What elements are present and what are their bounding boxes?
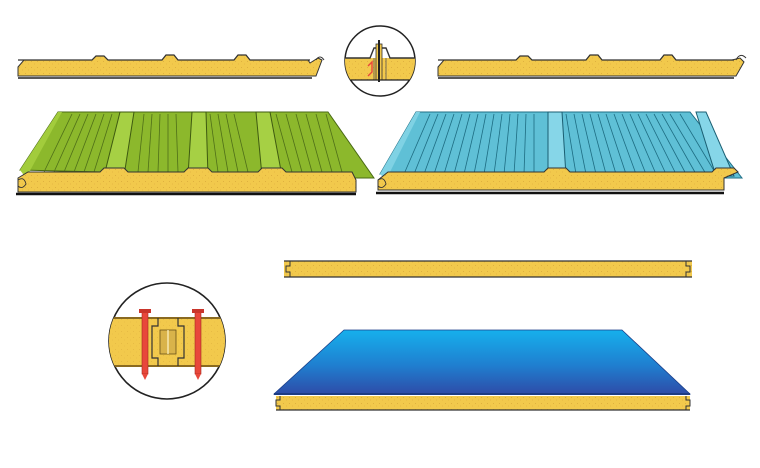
roof-panel-blue-profile xyxy=(437,54,747,79)
wall-panel-blue xyxy=(272,329,692,411)
wall-panel-profile xyxy=(284,260,692,278)
green-trapezoid-ridges xyxy=(103,111,283,177)
blue-trapezoid-ridges xyxy=(547,111,735,177)
roof-joint-detail xyxy=(344,25,416,97)
roof-panel-green-profile xyxy=(17,54,325,79)
fastener-right xyxy=(192,309,204,380)
green-ribs xyxy=(43,113,343,173)
roof-panel-green xyxy=(16,111,375,196)
blue-ribs xyxy=(403,113,717,175)
wall-joint-detail xyxy=(108,282,226,400)
fastener-left xyxy=(139,309,151,380)
roof-panel-blue xyxy=(376,111,744,195)
